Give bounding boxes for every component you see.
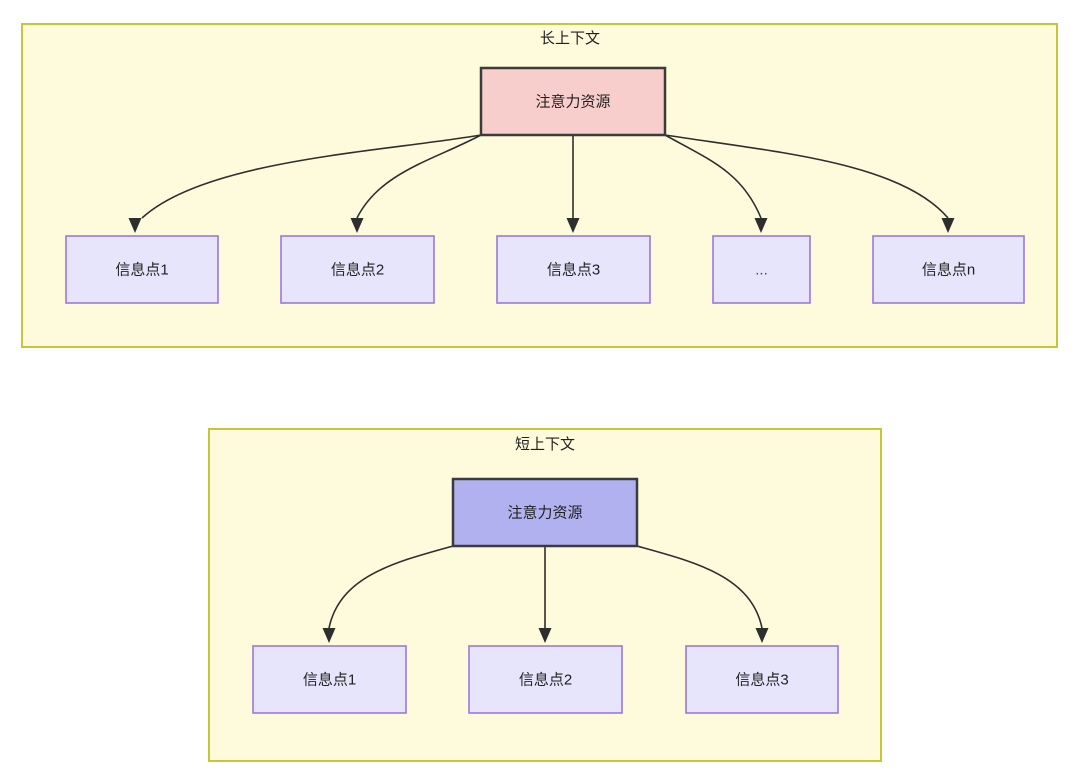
node-info-point-ellipsis-long[interactable]: ... <box>712 235 811 304</box>
node-info-point-3-short[interactable]: 信息点3 <box>685 645 839 714</box>
group-long-context[interactable]: 长上下文 注意力资源 信息 <box>21 23 1058 348</box>
arrowhead-long-info3 <box>566 218 580 233</box>
arrowhead-long-infon <box>941 218 955 233</box>
node-rect-attention-resource-long <box>479 66 667 137</box>
node-rect-info-point-ellipsis-long <box>712 235 811 304</box>
edge-short-to-info3 <box>636 545 763 629</box>
node-info-point-1-short[interactable]: 信息点1 <box>252 645 407 714</box>
node-label-info-point-2-long: 信息点2 <box>331 261 384 278</box>
group-title-short-context: 短上下文 <box>515 436 575 453</box>
arrowhead-long-info1 <box>128 218 142 233</box>
node-rect-info-point-2-long <box>280 235 435 304</box>
node-info-point-3-long[interactable]: 信息点3 <box>496 235 651 304</box>
node-label-info-point-2-short: 信息点2 <box>519 671 572 688</box>
node-rect-info-point-3-long <box>496 235 651 304</box>
node-label-attention-resource-long: 注意力资源 <box>535 92 610 110</box>
node-label-info-point-1-long: 信息点1 <box>115 261 168 278</box>
node-rect-info-point-2-short <box>468 645 623 714</box>
edge-long-to-info2 <box>356 134 482 219</box>
node-info-point-2-long[interactable]: 信息点2 <box>280 235 435 304</box>
arrowhead-short-info1 <box>322 628 336 643</box>
node-label-info-point-3-short: 信息点3 <box>735 671 788 688</box>
arrowhead-short-info3 <box>755 628 769 643</box>
edge-long-to-ellipsis <box>664 134 762 219</box>
node-info-point-n-long[interactable]: 信息点n <box>872 235 1025 304</box>
node-rect-attention-resource-short <box>451 477 639 548</box>
arrowhead-long-info2 <box>350 218 364 233</box>
node-label-info-point-1-short: 信息点1 <box>303 671 356 688</box>
node-info-point-1-long[interactable]: 信息点1 <box>65 235 219 304</box>
node-rect-info-point-1-long <box>65 235 219 304</box>
group-short-context[interactable]: 短上下文 注意力资源 信息点1 信息点2 <box>208 428 882 762</box>
node-label-info-point-ellipsis-long: ... <box>755 261 768 278</box>
node-label-info-point-n-long: 信息点n <box>922 261 975 278</box>
edge-long-to-info1 <box>141 134 482 219</box>
node-label-info-point-3-long: 信息点3 <box>547 261 600 278</box>
node-rect-info-point-1-short <box>252 645 407 714</box>
edge-short-to-info1 <box>328 545 454 629</box>
node-attention-resource-long[interactable]: 注意力资源 <box>479 66 667 137</box>
edge-long-to-infon <box>664 134 949 219</box>
node-rect-info-point-n-long <box>872 235 1025 304</box>
edges-long-context <box>128 134 955 233</box>
arrowhead-long-ellipsis <box>754 218 768 233</box>
edges-short-context <box>322 545 769 643</box>
node-rect-info-point-3-short <box>685 645 839 714</box>
node-label-attention-resource-short: 注意力资源 <box>507 503 582 521</box>
group-title-long-context: 长上下文 <box>540 30 600 47</box>
node-info-point-2-short[interactable]: 信息点2 <box>468 645 623 714</box>
arrowhead-short-info2 <box>538 628 552 643</box>
node-attention-resource-short[interactable]: 注意力资源 <box>451 477 639 548</box>
